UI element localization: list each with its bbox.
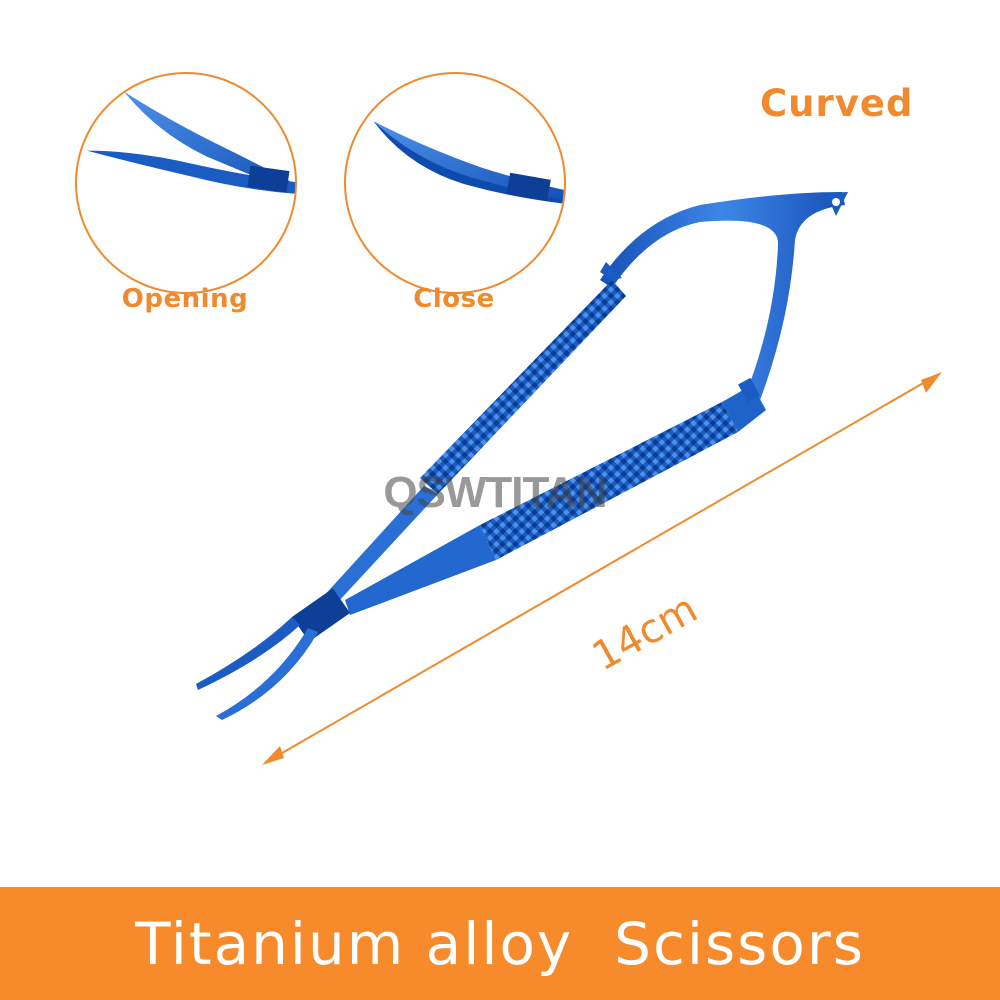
curved-variant-label: Curved	[760, 82, 914, 125]
brand-watermark: QSWTITAN	[383, 468, 607, 517]
opening-scissor-tips-image	[86, 91, 295, 194]
closed-scissor-tips-image	[373, 121, 564, 204]
opening-caption: Opening	[121, 284, 249, 314]
product-title: Titanium alloy Scissors	[135, 909, 865, 978]
close-caption: Close	[413, 284, 495, 314]
opening-detail-circle	[75, 72, 297, 294]
close-detail-circle	[344, 72, 566, 294]
titanium-scissors-image	[196, 192, 942, 765]
footer-banner: Titanium alloy Scissors	[0, 887, 1000, 1000]
